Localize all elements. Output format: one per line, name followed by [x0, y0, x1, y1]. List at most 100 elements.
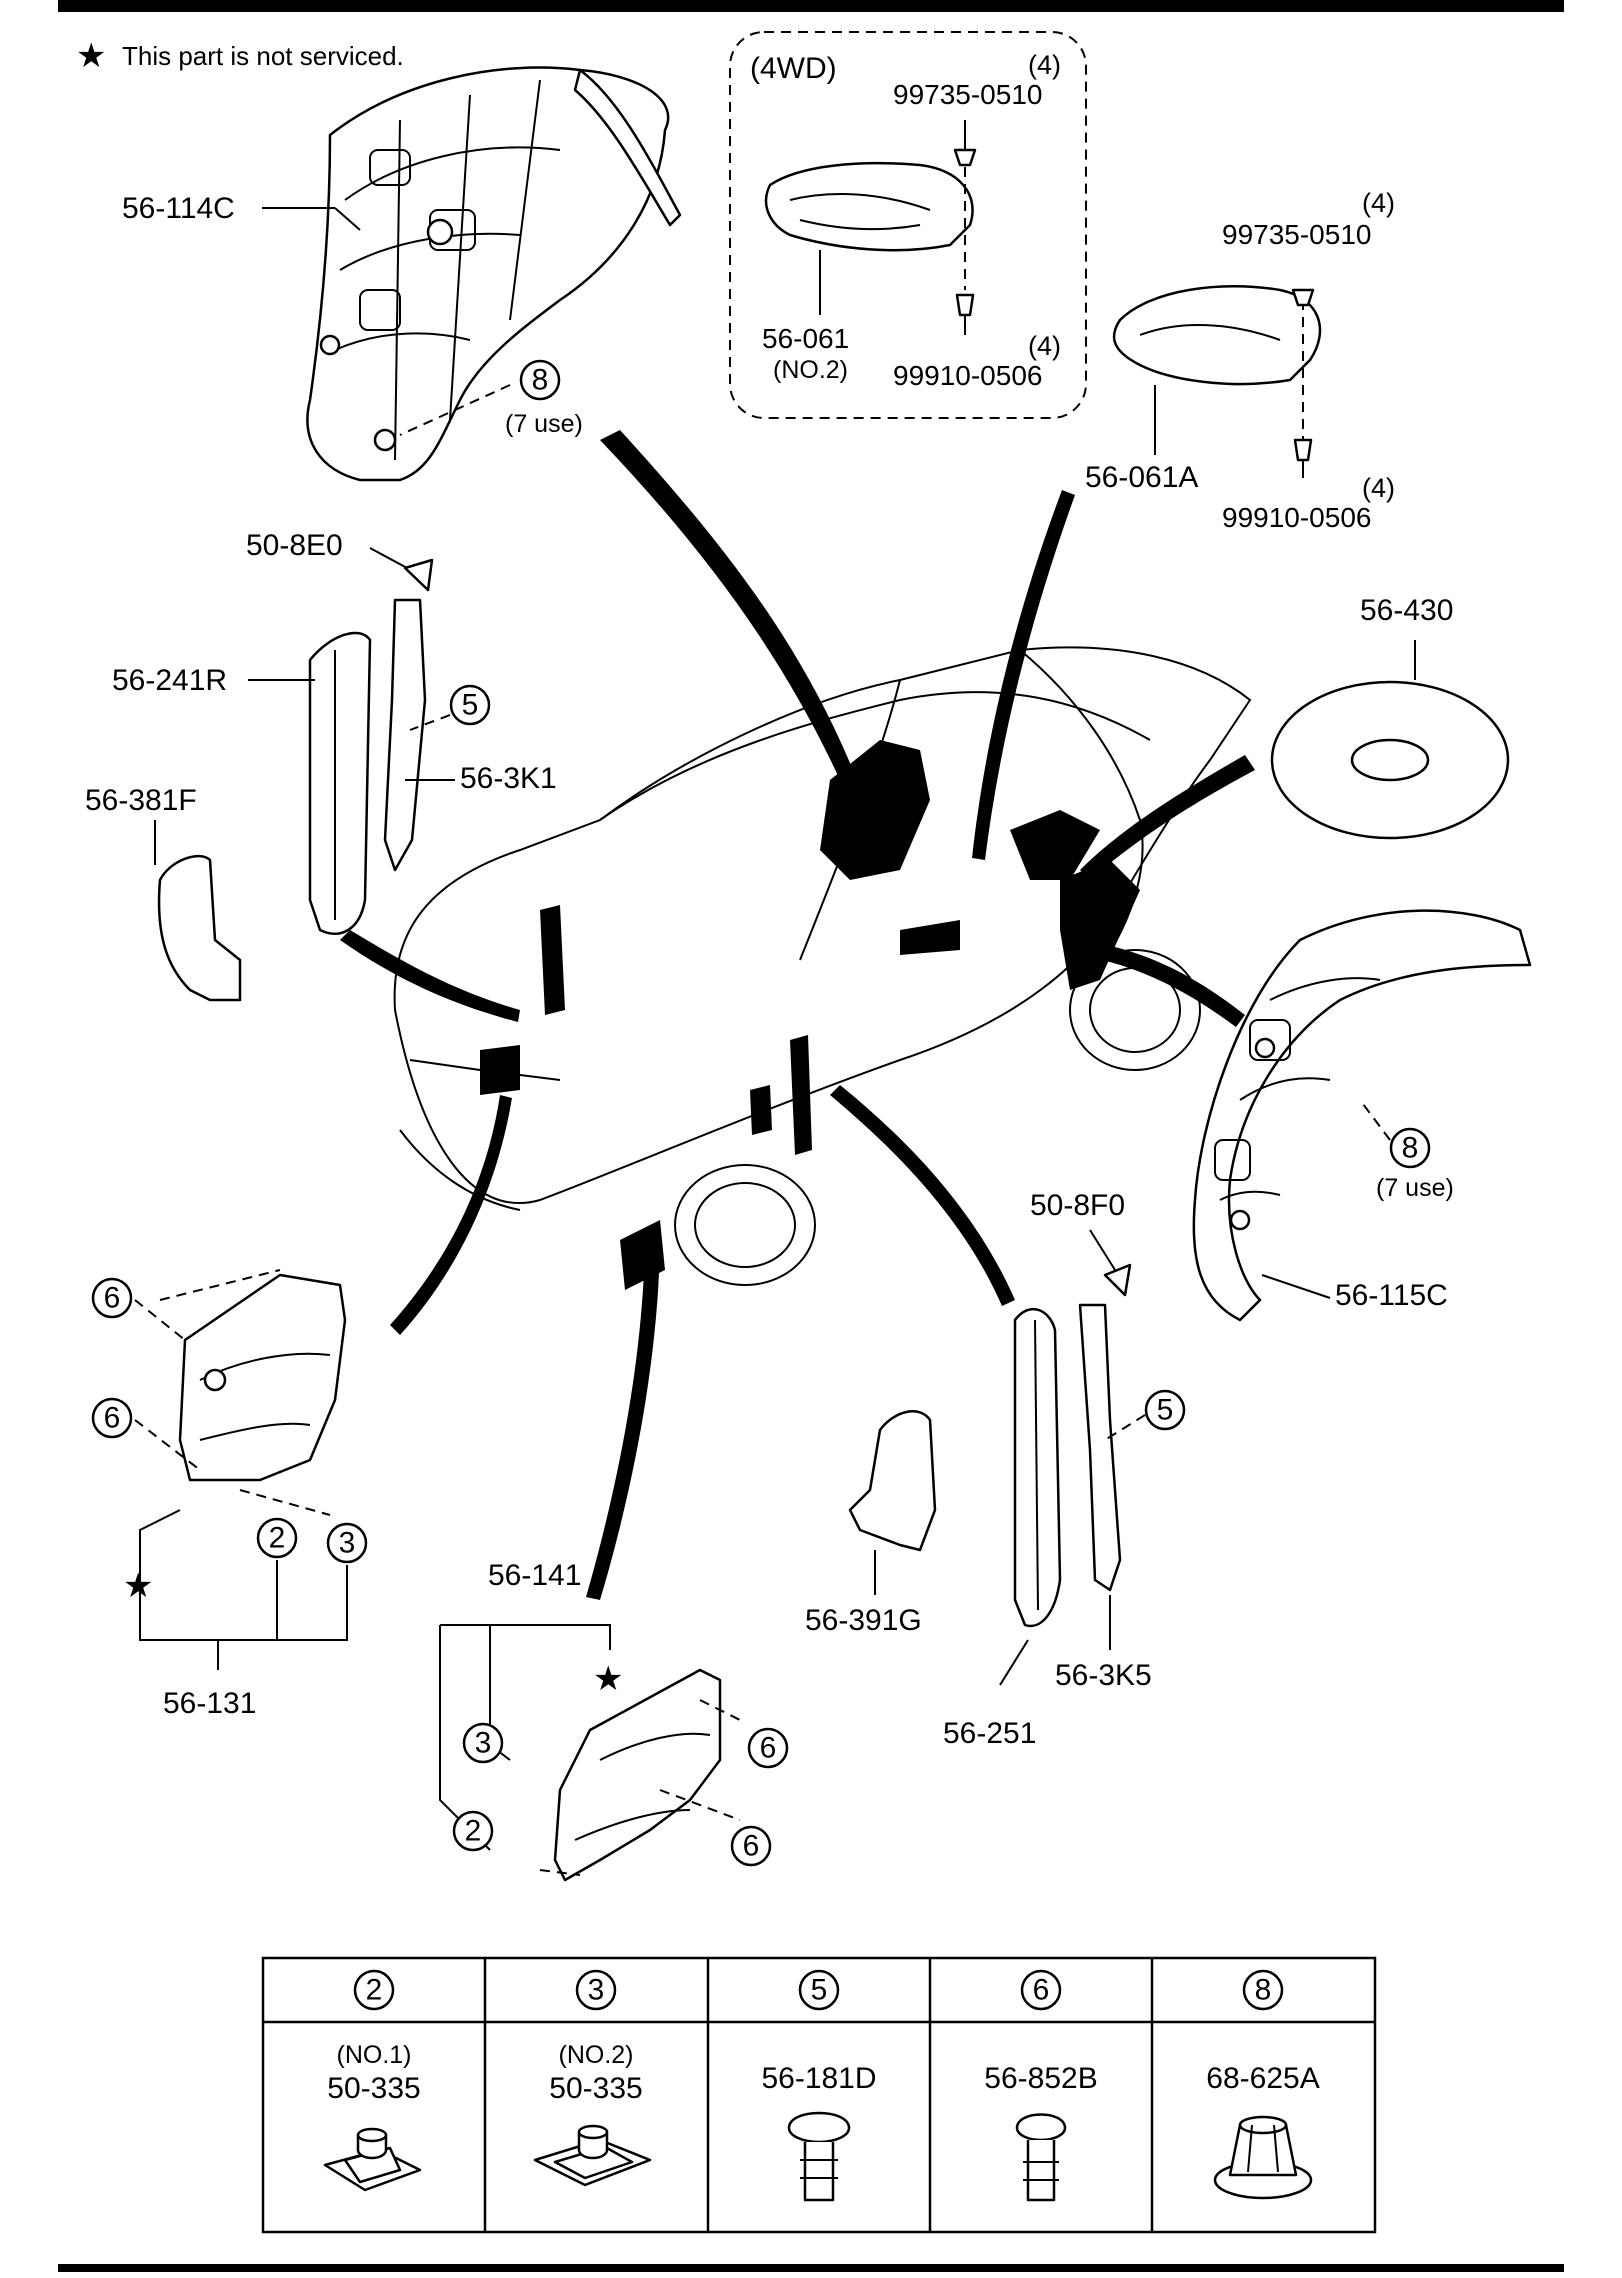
seal-56-3K1-part — [383, 598, 427, 872]
legend-part-2: 50-335 — [327, 2072, 420, 2105]
leader-clip8-front — [399, 384, 511, 436]
label-56-141: 56-141 — [488, 1559, 581, 1592]
callout-6-c-num: 6 — [760, 1732, 777, 1765]
callout-2-b-num: 2 — [465, 1815, 482, 1848]
use-front: (7 use) — [505, 410, 583, 438]
legend-key-5 — [798, 1969, 840, 2011]
qty-d: (4) — [1362, 473, 1395, 503]
shield-56-131-part — [134, 1269, 347, 1516]
bracket-56-131 — [139, 1509, 348, 1670]
leader-clip5-a — [409, 714, 451, 731]
label-56-131: 56-131 — [163, 1687, 256, 1720]
push-clip-852B-icon — [1015, 2113, 1067, 2202]
seal-56-241R-part — [308, 631, 372, 935]
callout-6-b — [91, 1397, 133, 1439]
star-56-131: ★ — [123, 1567, 153, 1605]
speed-nut-no2-icon — [533, 2124, 652, 2187]
callout-3-b-num: 3 — [475, 1727, 492, 1760]
callout-5-b-num: 5 — [1157, 1394, 1174, 1427]
callout-8-rear-num: 8 — [1402, 1132, 1419, 1165]
callout-8-front — [519, 359, 561, 401]
legend-key-8-num: 8 — [1255, 1974, 1272, 2007]
callout-5-b — [1144, 1389, 1186, 1431]
qty-c: (4) — [1362, 188, 1395, 218]
note-star-icon: ★ — [76, 37, 106, 75]
callout-6-a — [91, 1277, 133, 1319]
screw-b: 99910-0506 — [893, 360, 1042, 391]
label-4wd: (4WD) — [750, 52, 837, 85]
clip-50-8F0-part — [1103, 1263, 1132, 1297]
label-56-061-sub: (NO.2) — [773, 356, 848, 384]
legend-key-3-num: 3 — [588, 1974, 605, 2007]
callout-2-a — [256, 1517, 298, 1559]
legend-key-2-num: 2 — [366, 1974, 383, 2007]
callout-8-rear — [1389, 1127, 1431, 1169]
top-rule — [58, 0, 1564, 12]
speed-nut-no1-icon — [323, 2127, 422, 2192]
label-50-8E0: 50-8E0 — [246, 529, 343, 562]
front-fender-liner-part — [306, 66, 682, 482]
callout-5-a — [449, 684, 491, 726]
leader-clip5-b — [1104, 1414, 1146, 1441]
legend-part-5: 56-181D — [761, 2062, 876, 2095]
callout-8-front-num: 8 — [532, 364, 549, 397]
bracket-56-381F-part — [157, 854, 242, 1002]
legend-key-2 — [353, 1969, 395, 2011]
legend-key-5-num: 5 — [811, 1974, 828, 2007]
legend-key-6 — [1020, 1969, 1062, 2011]
legend-key-3 — [575, 1969, 617, 2011]
legend-sub-3: (NO.2) — [559, 2041, 634, 2069]
fastener-legend-table — [261, 1956, 1377, 2234]
screw-d: 99910-0506 — [1222, 502, 1371, 533]
legend-part-3: 50-335 — [549, 2072, 642, 2105]
bottom-rule — [58, 2264, 1564, 2272]
callout-6-d — [730, 1825, 772, 1867]
grommet-68-625A-icon — [1213, 2115, 1313, 2200]
label-56-381F: 56-381F — [85, 784, 197, 817]
shield-56-141-part — [539, 1668, 741, 1882]
callout-3-b — [462, 1722, 504, 1764]
qty-a: (4) — [1028, 50, 1061, 80]
label-56-430: 56-430 — [1360, 594, 1453, 627]
screw-a: 99735-0510 — [893, 79, 1042, 110]
leader-56-114C-b — [334, 207, 361, 231]
group-4wd: (4WD) — [729, 31, 1087, 419]
clip-50-8E0-part — [403, 558, 434, 592]
label-56-3K1: 56-3K1 — [460, 762, 557, 795]
label-50-8F0: 50-8F0 — [1030, 1189, 1125, 1222]
leader-50-8F0 — [1089, 1229, 1116, 1271]
label-56-391G: 56-391G — [805, 1604, 922, 1637]
callout-6-d-num: 6 — [743, 1830, 760, 1863]
label-56-061A: 56-061A — [1085, 461, 1198, 494]
label-56-115C: 56-115C — [1335, 1279, 1448, 1312]
label-56-251: 56-251 — [943, 1717, 1036, 1750]
callout-2-b — [452, 1810, 494, 1852]
note-text: This part is not serviced. — [122, 41, 404, 71]
star-56-141: ★ — [593, 1660, 623, 1698]
screw-c: 99735-0510 — [1222, 219, 1371, 250]
leader-clip8-rear — [1359, 1099, 1391, 1141]
location-leaders — [340, 430, 1255, 1600]
seal-56-3K5-part — [1078, 1303, 1122, 1592]
label-56-3K5: 56-3K5 — [1055, 1659, 1152, 1692]
push-clip-181D-icon — [787, 2111, 851, 2202]
callout-3-a — [326, 1522, 368, 1564]
qty-b: (4) — [1028, 331, 1061, 361]
group-4wd-border — [729, 31, 1087, 419]
legend-part-6: 56-852B — [984, 2062, 1097, 2095]
rear-fender-liner-part — [1192, 909, 1532, 1322]
use-rear: (7 use) — [1376, 1174, 1454, 1202]
callout-3-a-num: 3 — [339, 1527, 356, 1560]
callout-6-b-num: 6 — [104, 1402, 121, 1435]
callout-6-c — [747, 1727, 789, 1769]
callout-2-a-num: 2 — [269, 1522, 286, 1555]
label-56-241R: 56-241R — [112, 664, 227, 697]
legend-part-8: 68-625A — [1206, 2062, 1319, 2095]
label-56-061: 56-061 — [762, 323, 849, 354]
callout-6-a-num: 6 — [104, 1282, 121, 1315]
callout-5-a-num: 5 — [462, 689, 479, 722]
legend-key-6-num: 6 — [1033, 1974, 1050, 2007]
legend-key-8 — [1242, 1969, 1284, 2011]
